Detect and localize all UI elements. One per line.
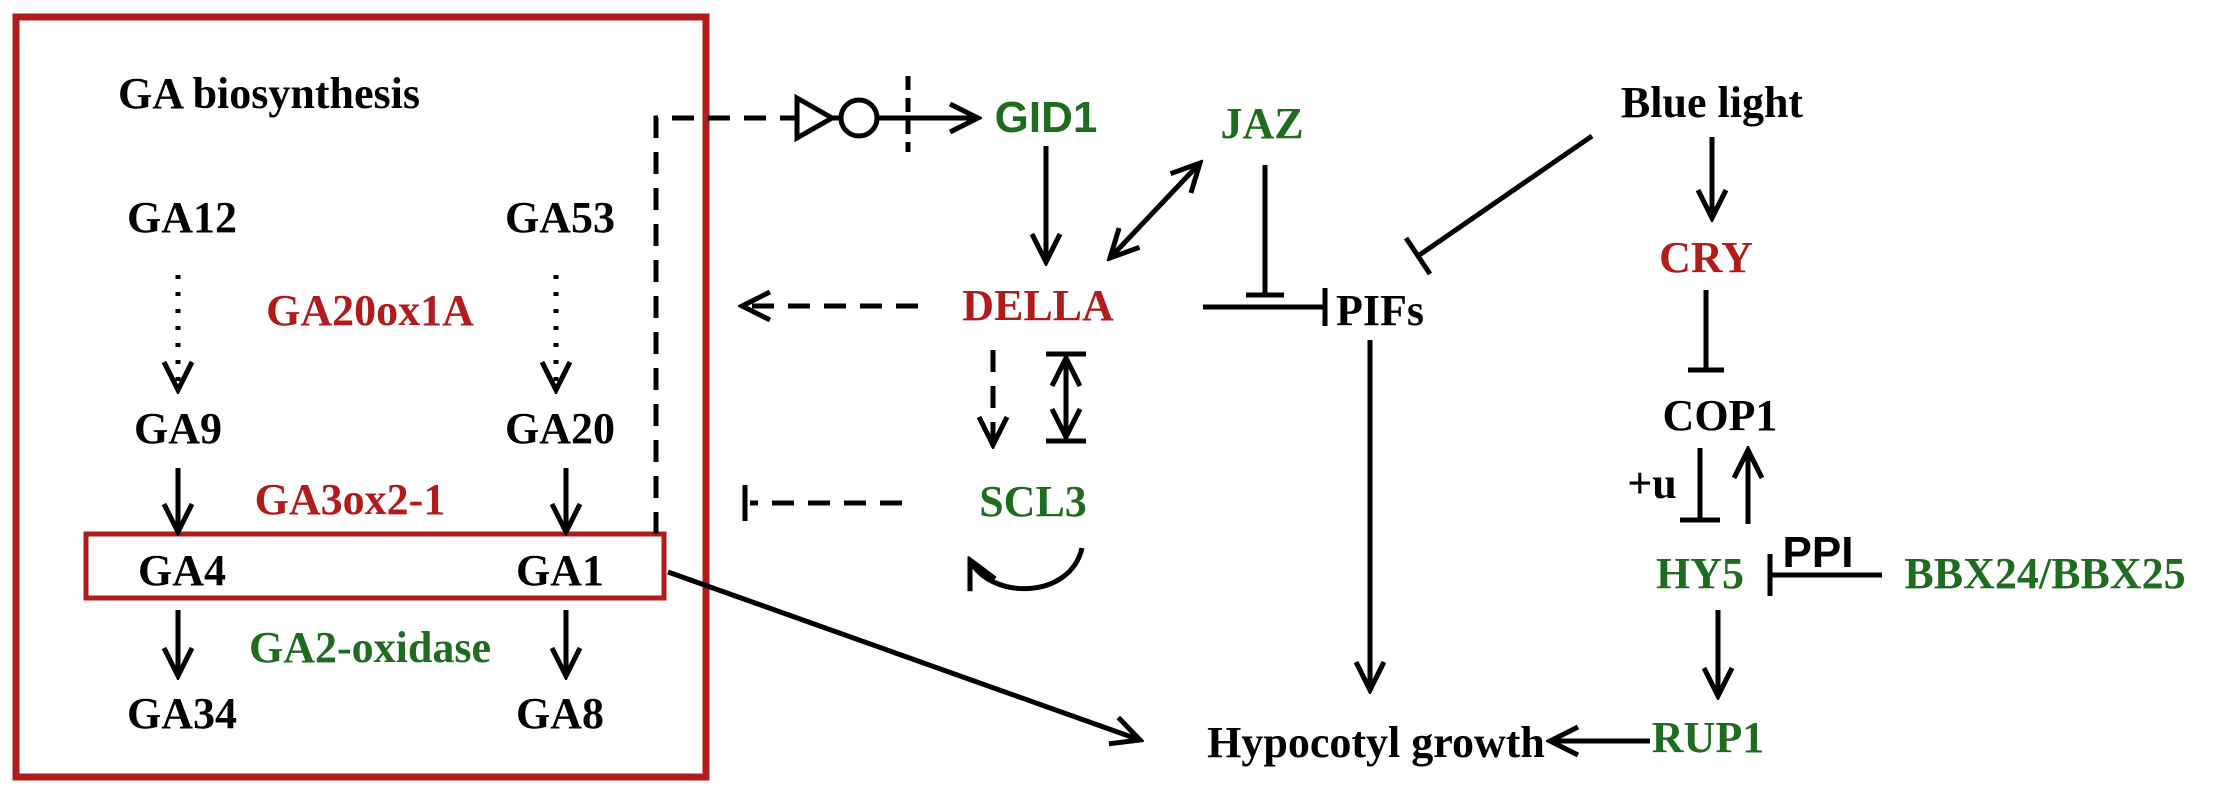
node-hy5: HY5: [1656, 549, 1744, 598]
node-ga1: GA1: [516, 546, 604, 595]
ga-biosynthesis-title: GA biosynthesis: [118, 69, 420, 118]
ga-biosynthesis-box: [12, 13, 710, 781]
node-cry: CRY: [1659, 233, 1753, 282]
enzyme-ga2ox: GA2-oxidase: [249, 623, 491, 672]
node-pifs: PIFs: [1336, 286, 1424, 335]
ga-triangle-symbol: [794, 93, 838, 143]
node-rup1: RUP1: [1652, 713, 1764, 762]
arrow-jaz-della: [1110, 163, 1200, 258]
label-ubiquitination: +u: [1627, 459, 1677, 508]
node-gid1: GID1: [995, 93, 1098, 142]
enzyme-ga20ox: GA20ox1A: [266, 286, 474, 335]
node-scl3: SCL3: [979, 477, 1087, 526]
node-cop1: COP1: [1663, 391, 1778, 440]
node-ga53: GA53: [505, 193, 615, 242]
node-jaz: JAZ: [1220, 99, 1303, 148]
node-ga9: GA9: [134, 404, 222, 453]
node-ga34: GA34: [127, 689, 237, 738]
enzyme-ga3ox: GA3ox2-1: [255, 475, 446, 524]
inhibit-bluelight-pifs: [1416, 133, 1594, 259]
inhibit-bar-bluelight: [1403, 236, 1433, 276]
label-ppi: PPI: [1783, 528, 1854, 577]
node-ga20: GA20: [505, 404, 615, 453]
node-blue-light: Blue light: [1621, 78, 1803, 127]
arrow-ga-hypocotyl: [667, 569, 1140, 740]
node-della: DELLA: [962, 281, 1114, 330]
ga-circle-symbol: [838, 97, 880, 139]
dashed-ga-to-gid1: [653, 115, 795, 534]
node-ga4: GA4: [138, 546, 226, 595]
node-bbx: BBX24/BBX25: [1904, 549, 2185, 598]
active-ga-box: [83, 531, 667, 601]
scl3-self-loop: [970, 547, 1085, 589]
node-ga8: GA8: [516, 689, 604, 738]
node-ga12: GA12: [127, 193, 237, 242]
node-hypocotyl-growth: Hypocotyl growth: [1207, 718, 1545, 767]
